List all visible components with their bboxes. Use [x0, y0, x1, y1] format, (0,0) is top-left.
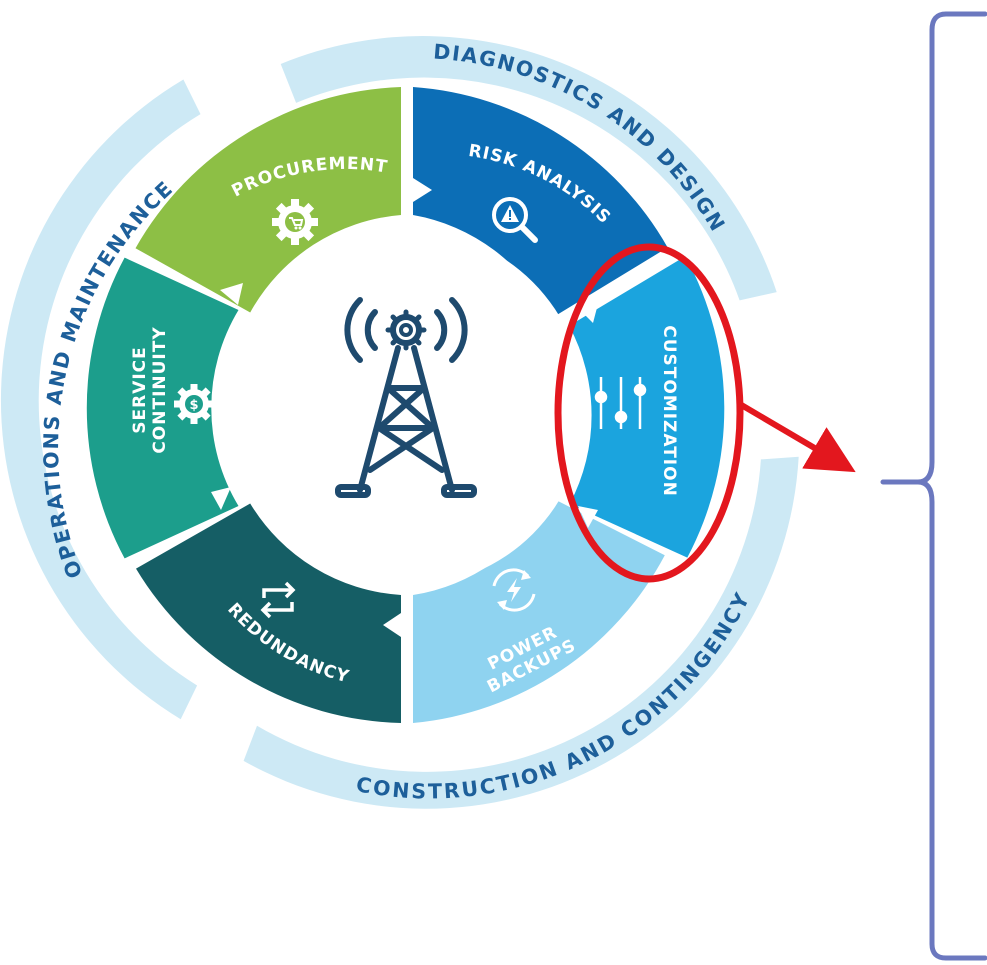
segment-risk-analysis [413, 87, 668, 319]
pointer-notch [578, 506, 598, 528]
highlight-arrow [736, 400, 856, 473]
magnifier-warning-icon [492, 197, 538, 243]
ring-band-left [0, 79, 201, 720]
cell-tower-icon [335, 297, 477, 498]
curly-bracket [880, 11, 987, 961]
segment-customization [569, 256, 725, 558]
ring-band-bottom [243, 456, 799, 809]
gear-cart-icon [272, 199, 318, 245]
sliders-icon [594, 377, 647, 429]
pointer-notch [211, 487, 231, 510]
ring-band-top [280, 35, 777, 301]
label-customization: CUSTOMIZATION [659, 325, 679, 497]
pointer-notch [578, 300, 599, 323]
segment-procurement [135, 87, 401, 313]
gear-dollar-icon: $ [174, 384, 214, 424]
swap-arrows-icon [260, 581, 296, 619]
pointer-notch [383, 613, 401, 637]
label-service-continuity-line1: SERVICE [130, 346, 150, 434]
pointer-notch [413, 178, 432, 202]
power-refresh-icon [492, 568, 536, 612]
label-service-continuity-line2: CONTINUITY [150, 326, 170, 453]
svg-text:$: $ [189, 398, 198, 413]
segment-service-continuity [86, 257, 239, 559]
pointer-notch [220, 283, 243, 305]
highlight-ellipse [554, 243, 744, 583]
